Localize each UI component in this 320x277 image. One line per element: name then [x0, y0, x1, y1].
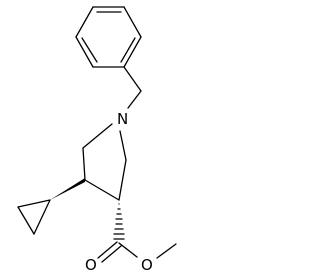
nitrogen-label: N — [117, 110, 128, 128]
carbonyl-double-bond — [97, 241, 118, 259]
ester-single-bond — [118, 242, 138, 258]
ring-bond — [82, 147, 86, 181]
ring-bond — [75, 6, 94, 38]
ring-inner-double-bond — [81, 37, 98, 63]
benzyl-bond — [123, 66, 142, 92]
wedge-bond — [50, 178, 85, 200]
ring-bond — [17, 199, 51, 208]
carbonyl-double-bond — [101, 245, 122, 263]
hashed-wedge-bond — [113, 203, 125, 240]
ring-bond — [75, 36, 94, 68]
ring-bond — [33, 199, 51, 235]
ring-bond — [123, 6, 142, 38]
ring-bond — [123, 36, 142, 68]
cyclopropyl-ring — [17, 199, 51, 235]
methyl-bond — [156, 243, 177, 259]
pyrrolidine-ring — [82, 123, 127, 201]
ring-bond — [17, 206, 35, 235]
ring-bond — [82, 123, 113, 149]
carbonyl-oxygen-label: O — [85, 256, 97, 274]
ring-bond — [118, 159, 127, 201]
ester-oxygen-label: O — [141, 256, 153, 274]
chemical-structure: N O O — [17, 6, 177, 274]
ring-bond — [119, 130, 127, 161]
ring-inner-double-bond — [120, 37, 136, 63]
benzyl-n-bond — [127, 90, 142, 109]
benzene-ring — [75, 6, 142, 68]
ring-bond — [84, 179, 120, 201]
